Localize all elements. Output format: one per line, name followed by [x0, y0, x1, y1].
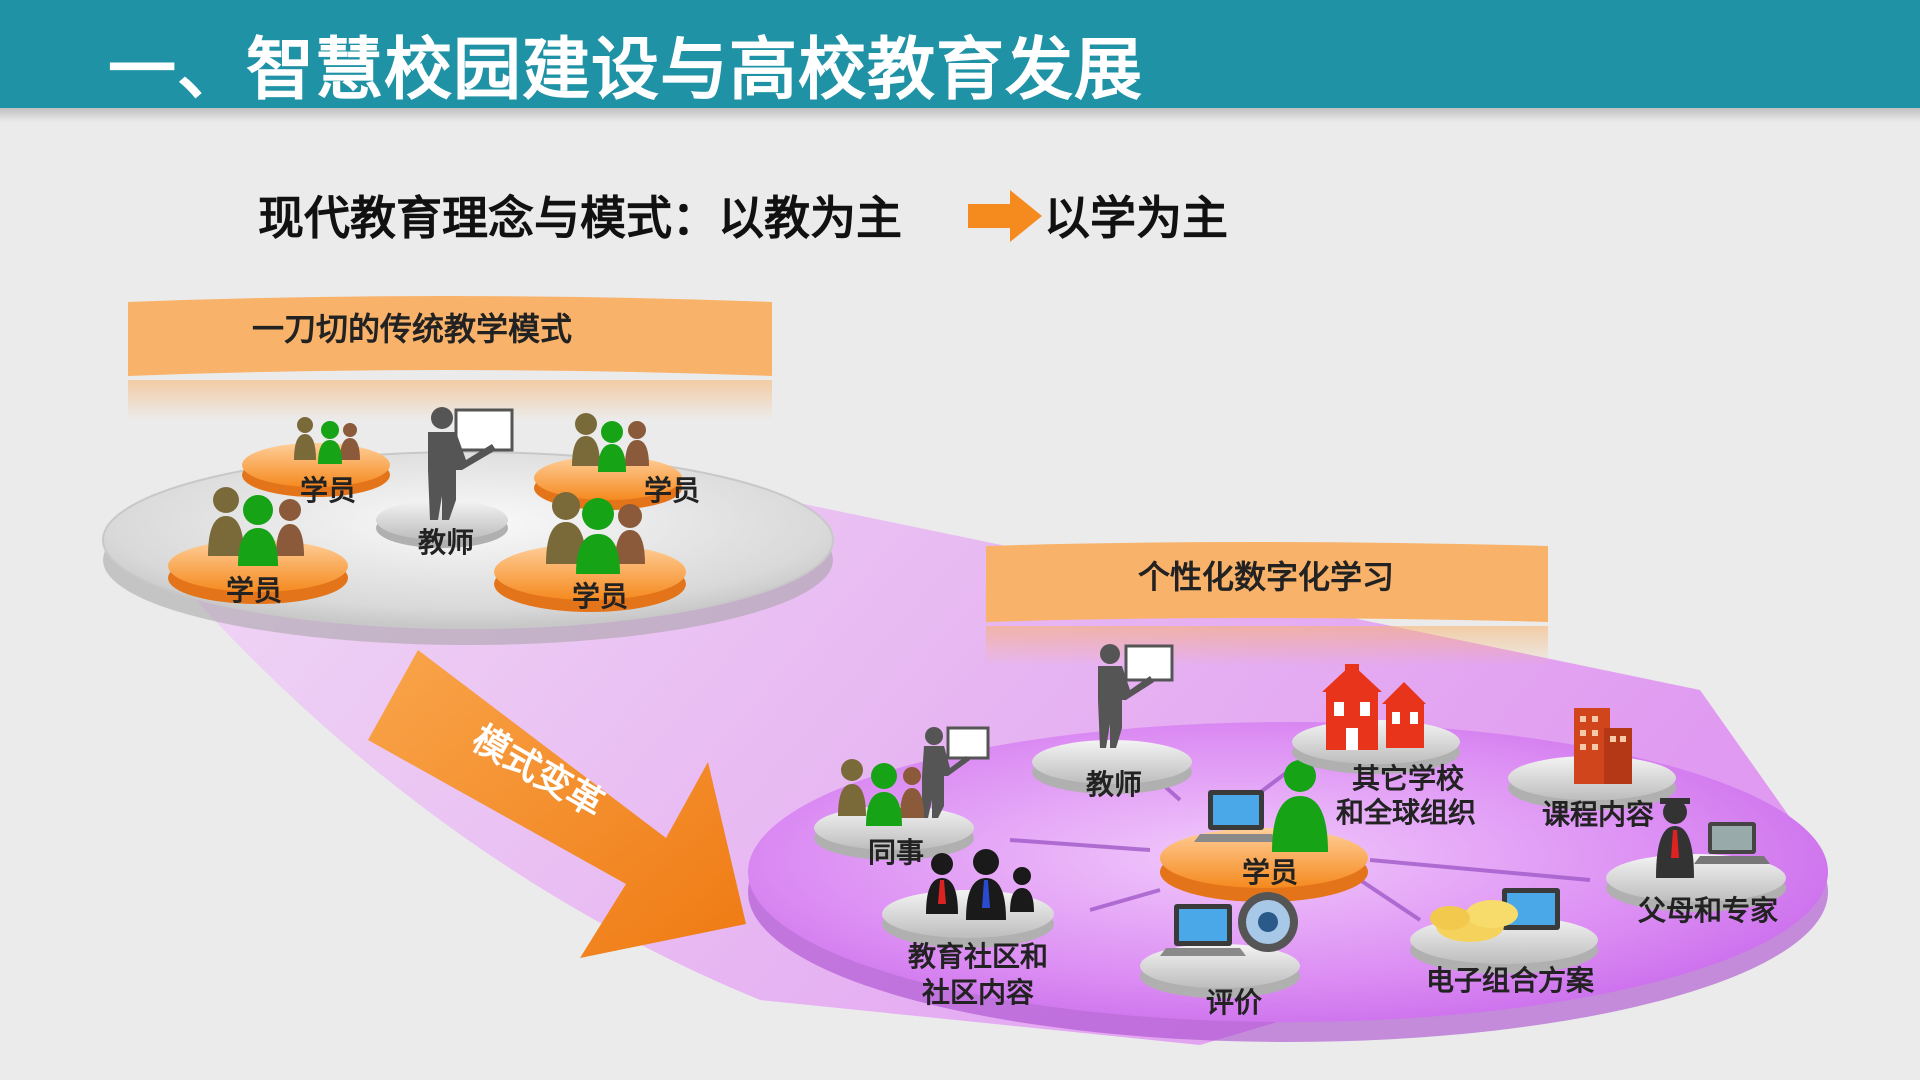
- personalized-banner-label: 个性化数字化学习: [1138, 558, 1394, 596]
- subtitle-left: 现代教育理念与模式：以教为主: [258, 191, 902, 245]
- traditional-student-label-3: 学员: [226, 574, 282, 607]
- peers-label: 同事: [868, 836, 924, 869]
- traditional-student-label-4: 学员: [572, 580, 628, 613]
- subtitle-right: 以学为主: [1044, 191, 1228, 245]
- teacher-icon: [1098, 644, 1174, 748]
- eportfolio-icon: [1430, 888, 1560, 942]
- schools-label-line2: 和全球组织: [1336, 796, 1476, 829]
- eportfolio-label: 电子组合方案: [1426, 964, 1595, 997]
- teacher-icon: [428, 407, 514, 520]
- school-building-icon: [1322, 664, 1426, 750]
- subtitle-arrow-icon: [968, 190, 1042, 242]
- community-label-line2: 社区内容: [922, 976, 1034, 1009]
- personalized-banner: [986, 542, 1548, 666]
- building-icon: [1574, 708, 1632, 784]
- evaluation-label: 评价: [1206, 986, 1263, 1019]
- student-group-icon: [294, 417, 360, 464]
- student-icon: [1272, 760, 1328, 852]
- traditional-student-label-1: 学员: [300, 474, 356, 507]
- traditional-student-disc-4: [494, 492, 686, 612]
- traditional-student-label-2: 学员: [644, 474, 700, 507]
- header-bar: [0, 0, 1920, 108]
- traditional-student-disc-1: [242, 417, 390, 497]
- traditional-student-disc-3: [168, 487, 348, 604]
- header-shadow: [0, 108, 1920, 122]
- teacher-label: 教师: [1086, 768, 1142, 801]
- peers-icon: [838, 726, 990, 826]
- center-student-label: 学员: [1242, 856, 1298, 889]
- curriculum-label: 课程内容: [1542, 798, 1654, 831]
- community-people-icon: [926, 849, 1034, 920]
- parents-label: 父母和专家: [1638, 894, 1778, 927]
- community-label-line1: 教育社区和: [908, 940, 1048, 973]
- expert-icon: [1656, 798, 1770, 878]
- student-group-icon: [572, 413, 649, 472]
- connection-arrows: [1009, 768, 1591, 922]
- traditional-teacher-label: 教师: [418, 526, 474, 559]
- traditional-banner-label: 一刀切的传统教学模式: [252, 310, 572, 348]
- student-group-icon: [208, 487, 304, 566]
- parents-node-disc: [1606, 854, 1786, 912]
- page-title: 一、智慧校园建设与高校教育发展: [108, 31, 1144, 110]
- transition-arrow: [368, 650, 746, 958]
- laptop-icon: [1194, 790, 1278, 842]
- student-group-icon: [546, 492, 645, 574]
- evaluation-icon: [1160, 892, 1298, 956]
- teacher-node-disc: [1032, 740, 1192, 794]
- schools-label-line1: 其它学校: [1352, 762, 1465, 795]
